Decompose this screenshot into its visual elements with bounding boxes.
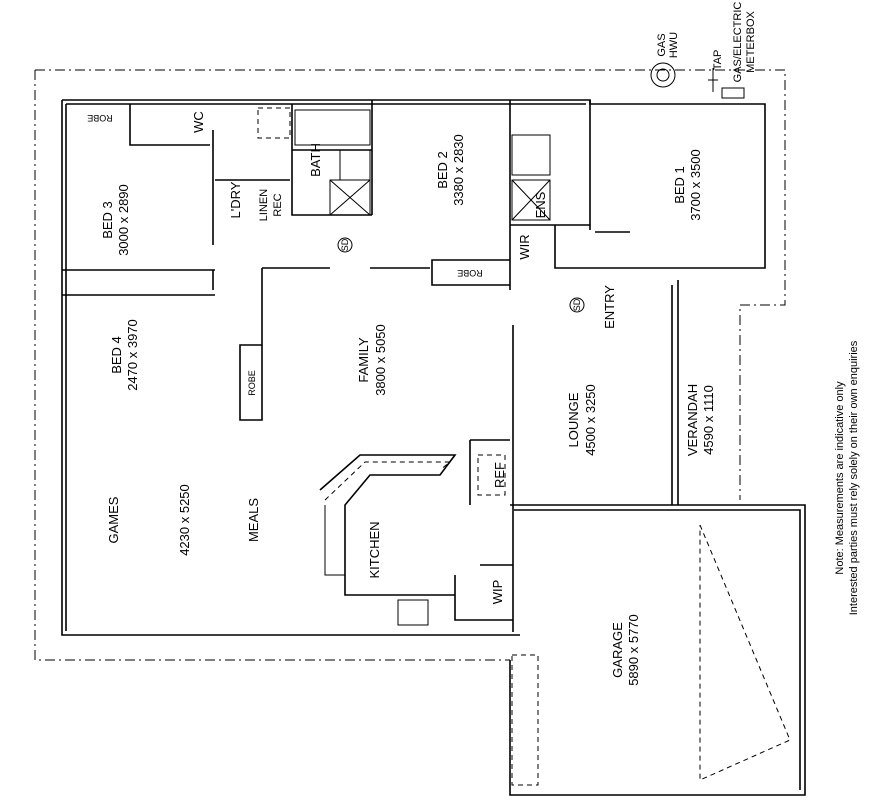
hwu-unit-icon: [650, 62, 676, 88]
garage-size: 5890 x 5770: [626, 614, 641, 686]
kitchen-label: KITCHEN: [367, 521, 382, 578]
tap-label: TAP: [712, 50, 724, 71]
gas-label: GAS: [656, 33, 668, 56]
room-labels: GAS HWU TAP GAS/ELECTRIC METERBOX ROBE W…: [87, 2, 860, 686]
robe-label: ROBE: [87, 113, 113, 123]
meter-label: GAS/ELECTRIC: [732, 2, 744, 83]
bed4-label: BED 4: [109, 336, 124, 374]
verandah-size: 4590 x 1110: [701, 385, 716, 455]
garage-label: GARAGE: [610, 622, 625, 678]
wip-label: WIP: [490, 580, 505, 605]
rec-label: REC: [272, 193, 284, 216]
note-line-1: Note: Measurements are indicative only: [834, 381, 846, 575]
entry-label: ENTRY: [602, 285, 617, 329]
note-line-2: Interested parties must rely solely on t…: [848, 340, 860, 615]
games-label: GAMES: [106, 496, 121, 543]
smoke-detector-icon: [337, 237, 353, 253]
bed3-label: BED 3: [100, 201, 115, 239]
bed3-size: 3000 x 2890: [116, 184, 131, 256]
bath-label: BATH: [308, 143, 323, 177]
laundry-label: L'DRY: [228, 181, 243, 218]
bed2-label: BED 2: [435, 151, 450, 189]
verandah-label: VERANDAH: [685, 384, 700, 456]
wir-label: WIR: [517, 234, 532, 259]
wc-label: WC: [191, 111, 206, 133]
walls: [61, 99, 806, 796]
tap-icon: [708, 68, 718, 92]
lounge-size: 4500 x 3250: [583, 384, 598, 456]
bed2-size: 3380 x 2830: [451, 134, 466, 206]
smoke-detector-icon: [569, 297, 585, 313]
hwu-label: HWU: [668, 32, 680, 58]
ref-label: REF: [492, 462, 507, 488]
bed4-size: 2470 x 3970: [125, 319, 140, 391]
robe-label: ROBE: [247, 370, 257, 396]
family-label: FAMILY: [356, 337, 371, 383]
family-size: 3800 x 5050: [373, 324, 388, 396]
ens-label: ENS: [533, 191, 548, 218]
bed1-label: BED 1: [672, 166, 687, 204]
sd-label: SD: [340, 238, 350, 251]
meterbox-icon: [721, 87, 745, 99]
meterbox-label: METERBOX: [745, 10, 757, 72]
meals-label: MEALS: [246, 498, 261, 542]
boundary-line: [34, 69, 786, 661]
robe-label: ROBE: [457, 268, 483, 278]
bed1-size: 3700 x 3500: [688, 149, 703, 221]
lounge-label: LOUNGE: [566, 392, 581, 447]
linen-label: LINEN: [258, 189, 270, 221]
sd-label: SD: [572, 298, 582, 311]
games-size: 4230 x 5250: [177, 484, 192, 556]
